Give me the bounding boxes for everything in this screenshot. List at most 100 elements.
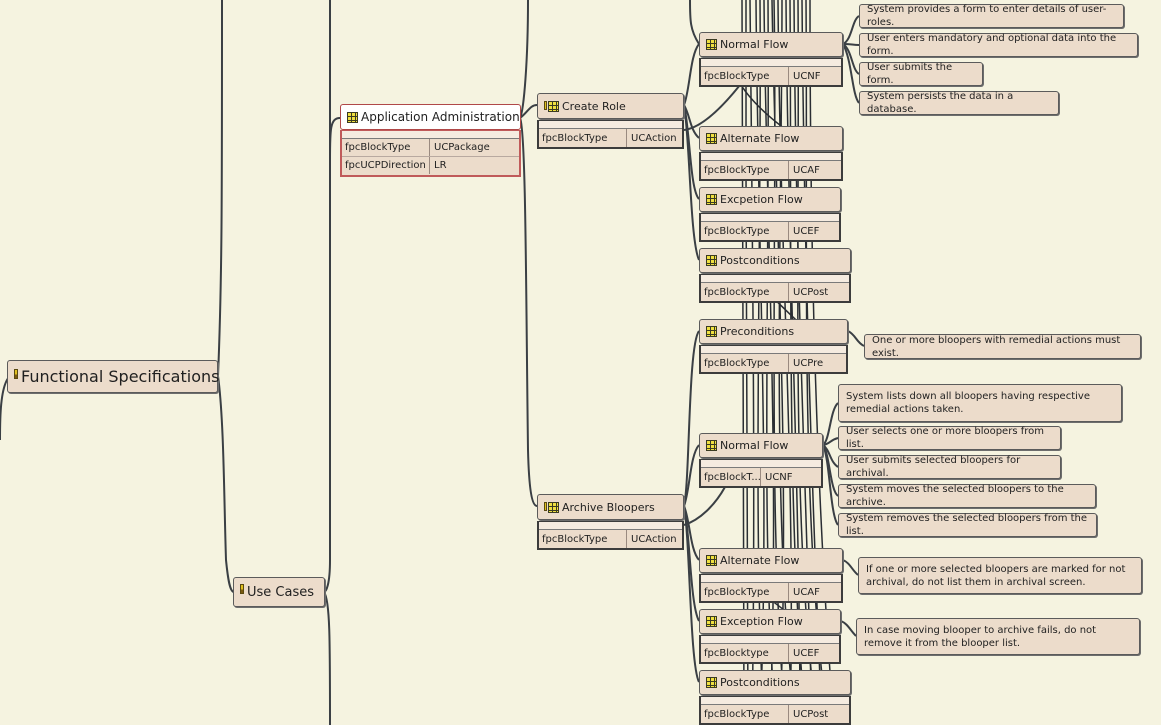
attributes-gap bbox=[701, 697, 849, 705]
attribute-value: UCAction bbox=[631, 533, 677, 545]
node-label: Excpetion Flow bbox=[720, 193, 803, 206]
attribute-row[interactable]: fpcBlockType UCPre bbox=[701, 354, 846, 372]
note-precondition[interactable]: One or more bloopers with remedial actio… bbox=[864, 334, 1141, 359]
note-exception[interactable]: In case moving blooper to archive fails,… bbox=[856, 618, 1140, 655]
node-label: Archive Bloopers bbox=[562, 500, 655, 514]
note-text: User submits the form. bbox=[867, 62, 953, 86]
note-step[interactable]: System persists the data in a database. bbox=[859, 91, 1059, 115]
attributes-gap bbox=[701, 346, 846, 354]
node-label: Postconditions bbox=[720, 676, 800, 689]
node-exception-flow[interactable]: Excpetion Flow bbox=[699, 187, 841, 212]
node-alternate-flow[interactable]: Alternate Flow bbox=[699, 548, 843, 573]
attributes-postconditions: fpcBlockType UCPost bbox=[699, 696, 851, 725]
table-icon bbox=[706, 39, 717, 50]
note-step[interactable]: User submits selected bloopers for archi… bbox=[838, 455, 1061, 479]
node-application-administration[interactable]: Application Administration bbox=[340, 104, 521, 130]
attribute-value: LR bbox=[434, 160, 447, 171]
node-functional-specifications[interactable]: Functional Specifications bbox=[7, 360, 220, 393]
node-archive-bloopers[interactable]: Archive Bloopers bbox=[537, 494, 684, 520]
node-label: Postconditions bbox=[720, 254, 800, 267]
node-label: Functional Specifications bbox=[21, 367, 220, 386]
note-text: System provides a form to enter details … bbox=[867, 4, 1107, 28]
note-step[interactable]: System removes the selected bloopers fro… bbox=[838, 513, 1097, 537]
attribute-value: UCEF bbox=[793, 647, 820, 659]
attribute-value: UCNF bbox=[793, 70, 821, 82]
table-icon bbox=[544, 100, 559, 112]
attribute-value: UCAF bbox=[793, 164, 820, 176]
node-postconditions[interactable]: Postconditions bbox=[699, 248, 851, 273]
note-text: In case moving blooper to archive fails,… bbox=[864, 624, 1097, 649]
attribute-row[interactable]: fpcUCPDirection LR bbox=[342, 156, 519, 174]
note-step[interactable]: System provides a form to enter details … bbox=[859, 4, 1124, 28]
attributes-gap bbox=[701, 575, 841, 583]
node-label: Preconditions bbox=[720, 325, 795, 338]
node-normal-flow[interactable]: Normal Flow bbox=[699, 32, 843, 57]
pin-icon bbox=[14, 368, 18, 379]
attribute-row[interactable]: fpcBlockType UCPost bbox=[701, 705, 849, 723]
attribute-key: fpcBlockType bbox=[701, 222, 789, 240]
table-icon bbox=[706, 555, 717, 566]
attribute-key: fpcBlockType bbox=[701, 161, 789, 179]
attribute-row[interactable]: fpcBlockType UCAction bbox=[539, 530, 682, 548]
note-step[interactable]: System lists down all bloopers having re… bbox=[838, 384, 1122, 422]
attribute-key: fpcUCPDirection bbox=[342, 157, 430, 174]
note-step[interactable]: User submits the form. bbox=[859, 62, 983, 86]
attribute-row[interactable]: fpcBlockT... UCNF bbox=[701, 468, 821, 486]
attributes-gap bbox=[701, 59, 841, 67]
note-text: System removes the selected bloopers fro… bbox=[846, 513, 1088, 537]
attribute-row[interactable]: fpcBlocktype UCEF bbox=[701, 644, 839, 662]
note-text: System lists down all bloopers having re… bbox=[846, 391, 1090, 415]
node-label: Normal Flow bbox=[720, 439, 789, 452]
attribute-row[interactable]: fpcBlockType UCEF bbox=[701, 222, 839, 240]
note-text: System moves the selected bloopers to th… bbox=[846, 484, 1064, 508]
attributes-preconditions: fpcBlockType UCPre bbox=[699, 345, 848, 374]
attribute-value: UCPackage bbox=[434, 142, 490, 153]
attributes-gap bbox=[701, 636, 839, 644]
attributes-create-role: fpcBlockType UCAction bbox=[537, 120, 684, 149]
node-label: Exception Flow bbox=[720, 615, 803, 628]
attributes-gap bbox=[539, 121, 682, 129]
table-icon bbox=[706, 133, 717, 144]
node-label: Alternate Flow bbox=[720, 554, 800, 567]
node-normal-flow[interactable]: Normal Flow bbox=[699, 433, 823, 458]
node-preconditions[interactable]: Preconditions bbox=[699, 319, 848, 344]
attributes-alternate-flow: fpcBlockType UCAF bbox=[699, 574, 843, 603]
attribute-key: fpcBlockType bbox=[342, 139, 430, 156]
attribute-key: fpcBlockType bbox=[701, 67, 789, 85]
attribute-value: UCPost bbox=[793, 708, 829, 720]
node-exception-flow[interactable]: Exception Flow bbox=[699, 609, 841, 634]
attributes-postconditions: fpcBlockType UCPost bbox=[699, 274, 851, 303]
attribute-value: UCPre bbox=[793, 357, 824, 369]
node-create-role[interactable]: Create Role bbox=[537, 93, 684, 119]
attribute-key: fpcBlockType bbox=[701, 283, 789, 301]
note-alternate[interactable]: If one or more selected bloopers are mar… bbox=[858, 557, 1142, 594]
attributes-gap bbox=[342, 131, 519, 139]
attribute-row[interactable]: fpcBlockType UCAF bbox=[701, 161, 841, 179]
attribute-key: fpcBlockT... bbox=[701, 468, 761, 486]
table-icon bbox=[706, 194, 717, 205]
node-alternate-flow[interactable]: Alternate Flow bbox=[699, 126, 843, 151]
attributes-normal-flow: fpcBlockT... UCNF bbox=[699, 459, 823, 488]
attribute-value: UCNF bbox=[765, 471, 793, 483]
attributes-gap bbox=[701, 153, 841, 161]
node-label: Alternate Flow bbox=[720, 132, 800, 145]
note-step[interactable]: System moves the selected bloopers to th… bbox=[838, 484, 1096, 508]
note-text: User submits selected bloopers for archi… bbox=[846, 455, 1021, 479]
attribute-row[interactable]: fpcBlockType UCPackage bbox=[342, 139, 519, 156]
note-step[interactable]: User selects one or more bloopers from l… bbox=[838, 426, 1061, 450]
note-step[interactable]: User enters mandatory and optional data … bbox=[859, 33, 1138, 57]
node-label: Use Cases bbox=[247, 584, 315, 600]
node-postconditions[interactable]: Postconditions bbox=[699, 670, 851, 695]
attribute-row[interactable]: fpcBlockType UCAF bbox=[701, 583, 841, 601]
attribute-row[interactable]: fpcBlockType UCPost bbox=[701, 283, 849, 301]
attributes-archive-bloopers: fpcBlockType UCAction bbox=[537, 521, 684, 550]
attribute-row[interactable]: fpcBlockType UCNF bbox=[701, 67, 841, 85]
table-icon bbox=[706, 616, 717, 627]
node-label: Application Administration bbox=[361, 110, 520, 124]
attribute-key: fpcBlockType bbox=[539, 129, 627, 147]
pin-icon bbox=[240, 584, 244, 594]
note-text: If one or more selected bloopers are mar… bbox=[866, 563, 1126, 588]
attributes-alternate-flow: fpcBlockType UCAF bbox=[699, 152, 843, 181]
attribute-row[interactable]: fpcBlockType UCAction bbox=[539, 129, 682, 147]
node-use-cases[interactable]: Use Cases bbox=[233, 577, 325, 607]
